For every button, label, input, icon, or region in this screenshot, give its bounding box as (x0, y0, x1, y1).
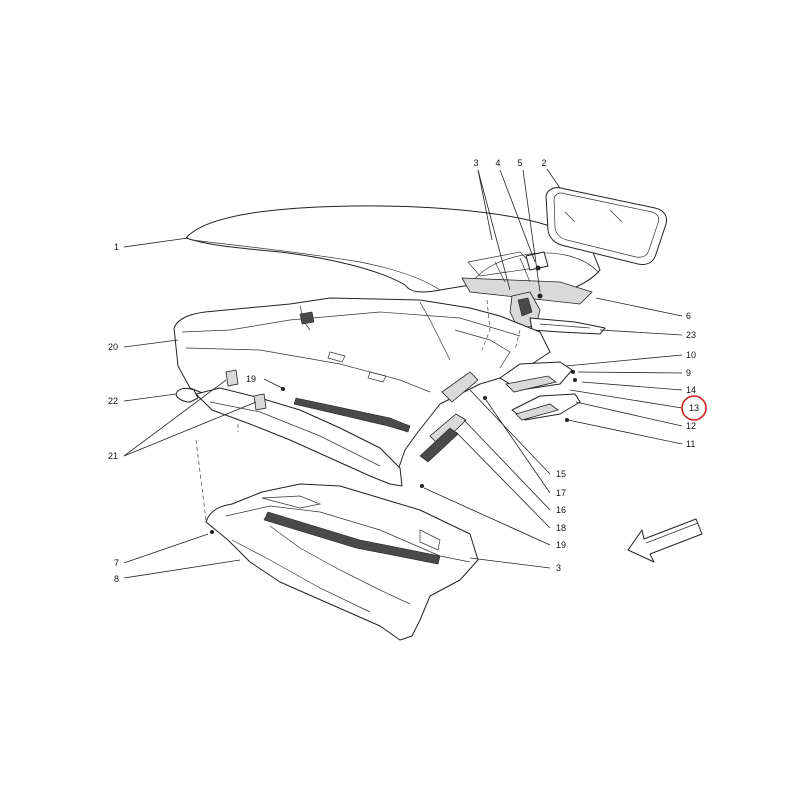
callout-23: 23 (686, 330, 696, 340)
callout-20: 20 (108, 342, 118, 352)
roof-frame-panel (173, 297, 551, 471)
callout-12: 12 (686, 421, 696, 431)
callout-8: 8 (114, 574, 119, 584)
tonneau-tray (205, 483, 479, 641)
callout-10: 10 (686, 350, 696, 360)
assembly-reference-lines (195, 299, 521, 521)
hardtop-shell (185, 205, 601, 305)
callout-5: 5 (517, 158, 522, 168)
callout-3: 3 (556, 563, 561, 573)
interior-trim-panel (175, 369, 403, 487)
callout-1: 1 (114, 242, 119, 252)
callout-21: 21 (108, 451, 118, 461)
leader-lines (123, 168, 683, 579)
callout-2: 2 (541, 158, 546, 168)
callout-9: 9 (686, 368, 691, 378)
callout-22: 22 (108, 396, 118, 406)
callout-4: 4 (495, 158, 500, 168)
callout-6: 6 (686, 311, 691, 321)
callout-18: 18 (556, 523, 566, 533)
callout-7: 7 (114, 558, 119, 568)
callout-17: 17 (556, 488, 566, 498)
rear-window-glass (545, 187, 667, 265)
callout-16: 16 (556, 505, 566, 515)
callout-19: 19 (246, 374, 256, 384)
callout-19: 19 (556, 540, 566, 550)
callout-13: 13 (689, 403, 699, 413)
callout-15: 15 (556, 469, 566, 479)
callout-11: 11 (686, 439, 695, 449)
front-of-vehicle-arrow-icon (627, 518, 703, 563)
side-weatherstrips (293, 371, 487, 488)
quarter-trim-pieces (499, 361, 581, 422)
callout-labels: 1 2 3 3 4 5 6 7 8 9 10 11 12 13 14 15 16… (108, 158, 699, 584)
callout-3: 3 (473, 158, 478, 168)
highlight-circle-13 (681, 395, 707, 421)
callout-14: 14 (686, 385, 696, 395)
